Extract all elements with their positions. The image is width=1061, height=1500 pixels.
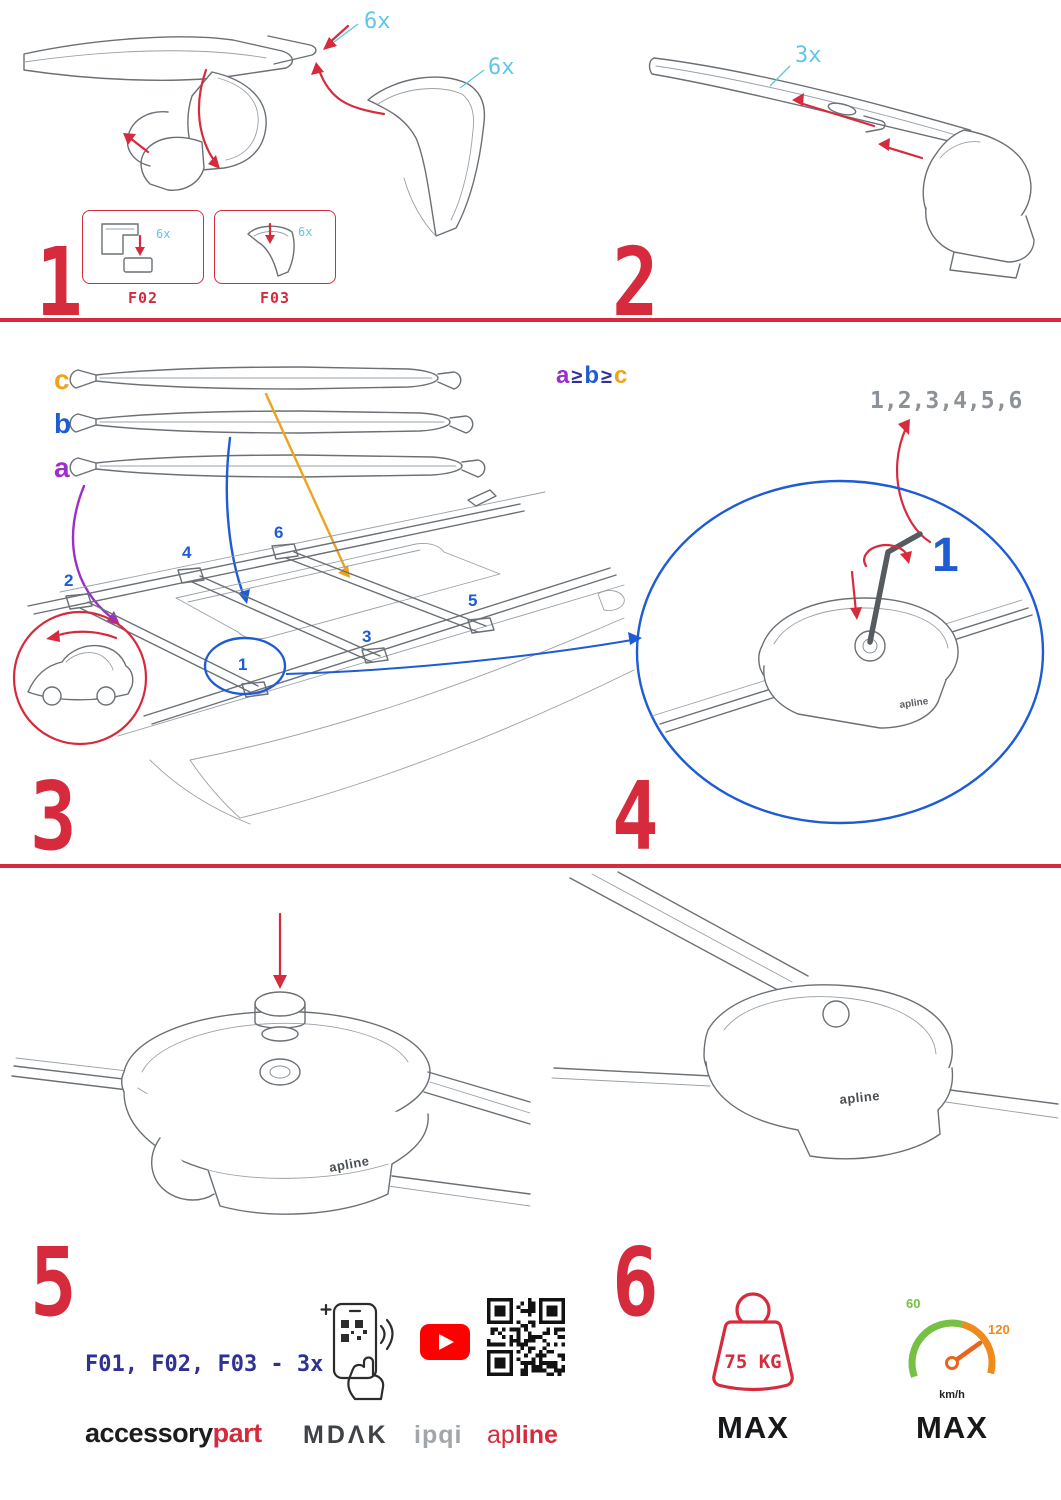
- rule-a: a: [556, 362, 571, 389]
- brand-accessory-part-2: part: [212, 1418, 263, 1448]
- rule-b: b: [584, 362, 601, 389]
- zoom-leader-line: [285, 632, 642, 675]
- step-2-arrows: [792, 93, 924, 160]
- step-6-illustration: apline: [551, 871, 1059, 1160]
- weight-limit-icon: 75 KG: [712, 1292, 794, 1392]
- brand-apline: apline: [487, 1421, 558, 1450]
- endcap-qty-label: 6x: [364, 9, 391, 34]
- rule-c: c: [614, 362, 629, 389]
- brand-accessorypart: accessorypart: [85, 1418, 262, 1449]
- part-box-f02: 6x F02: [82, 210, 204, 307]
- brand-mdak: MDΛK: [303, 1421, 389, 1449]
- part-box-f03: 6x F03: [214, 210, 336, 307]
- mounted-clamp-sketch: [551, 871, 1059, 1160]
- step-6-number: 6: [612, 1228, 659, 1339]
- step-2-illustration: 3x: [648, 43, 1035, 279]
- apline-logo-step5: apline: [328, 1153, 371, 1175]
- part-box-f02-art: 6x: [101, 223, 170, 273]
- sequence-arrow: [896, 419, 932, 544]
- step-2-number: 2: [612, 228, 659, 339]
- weight-limit-value: 75 KG: [724, 1351, 781, 1373]
- parts-quantity-note: F01, F02, F03 - 3x: [85, 1352, 324, 1377]
- brand-accessory-part-1: accessory: [85, 1418, 213, 1448]
- end-cap-assembly-sketch: [23, 35, 486, 237]
- cover-qty-label: 6x: [488, 55, 515, 80]
- qr-code-icon: [487, 1298, 565, 1376]
- speed-unit-label: km/h: [939, 1389, 965, 1401]
- step-2-qty-label-group: 3x: [769, 43, 822, 87]
- allen-key-icon: [867, 531, 923, 645]
- step-3-illustration: c b a 2 4 6 3 5 1: [12, 364, 642, 825]
- front-direction-arrow: [46, 630, 118, 642]
- rule-gte-2: ≥: [601, 366, 613, 388]
- position-5: 5: [468, 591, 477, 610]
- crossbar-c: [69, 366, 462, 390]
- step-4-number: 4: [612, 762, 659, 873]
- f02-qty-label: 6x: [156, 227, 170, 241]
- crossbar-sketch: [648, 57, 1035, 279]
- bar-label-c: c: [54, 364, 70, 395]
- brand-apline-line: line: [514, 1421, 558, 1449]
- speed-max-label: MAX: [916, 1410, 988, 1445]
- section-divider-2: [0, 864, 1061, 868]
- sequence-start-number: 1: [932, 529, 959, 582]
- size-rule: a≥b≥c: [556, 362, 628, 390]
- part-box-f03-art: 6x: [247, 222, 312, 277]
- step-5-number: 5: [30, 1228, 77, 1339]
- f03-qty-label: 6x: [298, 225, 312, 239]
- step-1-arrows: [123, 24, 386, 169]
- part-box-f02-label: F02: [127, 289, 159, 307]
- press-knob-arrow: [273, 912, 287, 989]
- crossbar-b: [69, 410, 474, 434]
- rule-gte-1: ≥: [571, 366, 584, 388]
- speed-high-label: 120: [988, 1322, 1010, 1337]
- zoom-circle: [635, 479, 1045, 825]
- brand-ipqi: ipqi: [414, 1421, 463, 1449]
- step-3-number: 3: [30, 762, 77, 873]
- weight-max-label: MAX: [717, 1410, 789, 1445]
- youtube-icon: [420, 1324, 470, 1360]
- car-roof-sketch: [27, 489, 635, 825]
- bar-label-b: b: [54, 408, 71, 439]
- tightening-sequence-label: 1,2,3,4,5,6: [870, 388, 1022, 414]
- speed-limit-icon: 60 120 km/h: [906, 1296, 1010, 1401]
- position-1: 1: [238, 655, 247, 674]
- knob-install-sketch: [11, 991, 531, 1215]
- position-6: 6: [274, 523, 283, 542]
- position-4: 4: [182, 543, 192, 562]
- car-direction-inset: [12, 610, 148, 746]
- step-1-illustration: 6x 6x: [23, 9, 515, 237]
- position-2: 2: [64, 571, 73, 590]
- position-3: 3: [362, 627, 371, 646]
- bar-position-guides: [71, 392, 350, 625]
- step-1-qty-labels: 6x 6x: [333, 9, 515, 89]
- brand-apline-ap: ap: [487, 1421, 515, 1449]
- step-1-number: 1: [36, 228, 83, 339]
- crossbar-a: [69, 454, 486, 478]
- tighten-rotation-arrows: [850, 544, 912, 620]
- step-5-illustration: apline: [11, 912, 531, 1215]
- step-4-illustration: 1,2,3,4,5,6 1 apline: [635, 388, 1045, 825]
- phone-qr-scan-icon: [320, 1302, 394, 1401]
- bar-label-a: a: [54, 452, 70, 483]
- apline-logo-zoom: apline: [899, 696, 930, 711]
- section-divider-1: [0, 318, 1061, 322]
- clamp-zoom-sketch: [651, 597, 1033, 733]
- crossbar-qty-label: 3x: [795, 43, 822, 68]
- speed-low-label: 60: [906, 1296, 920, 1311]
- part-box-f03-label: F03: [259, 289, 291, 307]
- position-1-highlight-circle: [203, 636, 287, 696]
- apline-logo-step6: apline: [839, 1088, 881, 1107]
